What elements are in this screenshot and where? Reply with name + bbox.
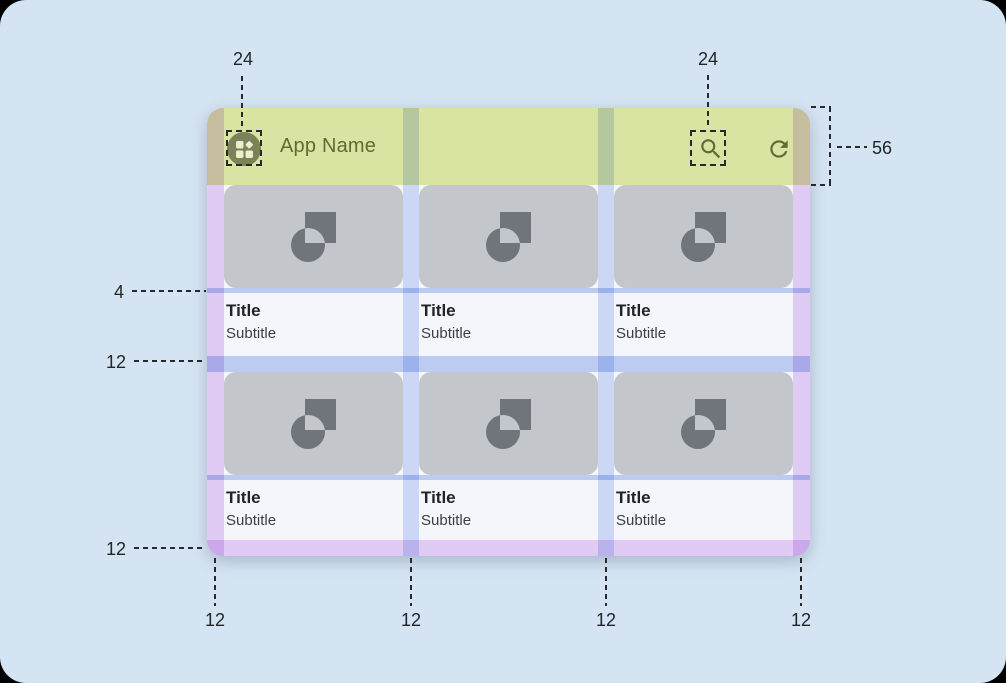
card-image xyxy=(224,372,403,475)
card-image xyxy=(419,372,598,475)
dashboard-icon xyxy=(235,140,253,158)
image-placeholder-icon xyxy=(680,211,726,262)
dim-label-gutter1-12: 12 xyxy=(400,610,422,630)
search-icon[interactable] xyxy=(698,136,724,162)
card-title: Title xyxy=(421,301,456,320)
card-image xyxy=(614,185,793,288)
dim-label-gutter2-12: 12 xyxy=(595,610,617,630)
dim-label-margin-right-12: 12 xyxy=(790,610,812,630)
dim-line xyxy=(134,360,206,362)
dim-line xyxy=(214,558,216,606)
card-title: Title xyxy=(421,488,456,507)
dim-label-gap-4: 4 xyxy=(113,282,124,302)
card[interactable]: Title Subtitle xyxy=(614,372,793,533)
dim-line xyxy=(811,184,831,186)
dim-line xyxy=(811,106,831,108)
card-subtitle: Subtitle xyxy=(616,325,667,342)
image-placeholder-icon xyxy=(290,398,336,449)
card-subtitle: Subtitle xyxy=(421,325,472,342)
card-image xyxy=(614,372,793,475)
spacer-overlay-12dp xyxy=(207,356,810,372)
margin-overlay-bottom xyxy=(207,540,810,556)
dim-label-bottom-margin-12: 12 xyxy=(105,539,126,559)
app-icon-button[interactable] xyxy=(227,132,261,166)
dim-line xyxy=(605,558,607,606)
card-image xyxy=(224,185,403,288)
card-title: Title xyxy=(616,488,651,507)
image-placeholder-icon xyxy=(485,211,531,262)
dim-line xyxy=(132,290,206,292)
dim-box-appicon xyxy=(226,130,262,166)
dim-label-gap-12: 12 xyxy=(105,352,126,372)
dim-line xyxy=(829,107,831,186)
app-title: App Name xyxy=(280,135,377,157)
card-subtitle: Subtitle xyxy=(226,325,277,342)
card[interactable]: Title Subtitle xyxy=(224,185,403,346)
image-placeholder-icon xyxy=(290,211,336,262)
card-subtitle: Subtitle xyxy=(226,512,277,529)
image-placeholder-icon xyxy=(680,398,726,449)
card[interactable]: Title Subtitle xyxy=(614,185,793,346)
dim-line xyxy=(707,75,709,128)
dim-label-appbar-56: 56 xyxy=(872,138,893,158)
dim-label-margin-left-12: 12 xyxy=(204,610,226,630)
dim-label-appicon-24: 24 xyxy=(232,49,254,69)
refresh-icon[interactable] xyxy=(766,136,792,162)
card-title: Title xyxy=(616,301,651,320)
dim-line xyxy=(837,146,867,148)
card[interactable]: Title Subtitle xyxy=(419,185,598,346)
image-placeholder-icon xyxy=(485,398,531,449)
dim-line xyxy=(134,547,206,549)
app-layout-mock: App Name Title Subtitle xyxy=(207,108,810,556)
card-subtitle: Subtitle xyxy=(421,512,472,529)
card[interactable]: Title Subtitle xyxy=(419,372,598,533)
card-title: Title xyxy=(226,301,261,320)
dim-box-search xyxy=(690,130,726,166)
app-bar: App Name xyxy=(207,108,810,185)
card[interactable]: Title Subtitle xyxy=(224,372,403,533)
card-title: Title xyxy=(226,488,261,507)
dim-line xyxy=(800,558,802,606)
dim-line xyxy=(241,76,243,128)
card-subtitle: Subtitle xyxy=(616,512,667,529)
dim-line xyxy=(410,558,412,606)
dim-label-search-24: 24 xyxy=(697,49,719,69)
card-image xyxy=(419,185,598,288)
